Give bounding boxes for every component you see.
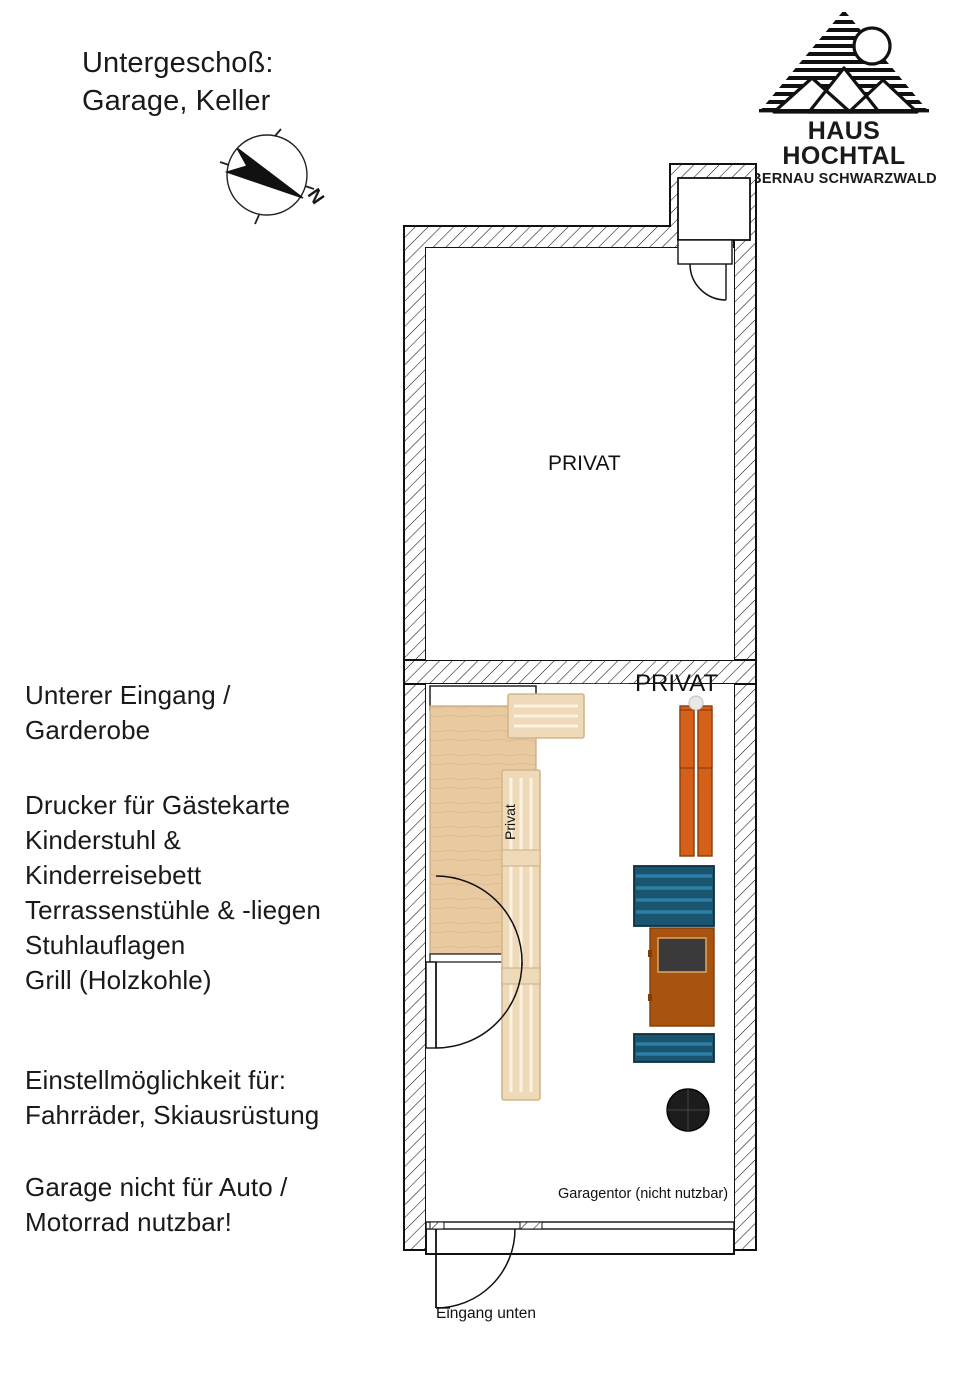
logo: HAUS HOCHTAL BERNAU SCHWARZWALD [746, 6, 942, 186]
label-privat-cellar: PRIVAT [548, 452, 621, 475]
stacked-chairs-upper [633, 865, 715, 927]
shelf-privat-vertical [501, 769, 541, 1101]
label-privat-shelf: Privat [502, 804, 518, 840]
label-privat-divider: PRIVAT [635, 670, 719, 697]
skis-orange [679, 695, 713, 857]
mountain-sun-logo-icon [759, 12, 929, 114]
floor-plan-drawing [403, 163, 757, 1309]
shelf-top-middle [507, 693, 585, 739]
label-eingang-unten: Eingang unten [436, 1305, 536, 1322]
note-entrance: Unterer Eingang / Garderobe [25, 680, 231, 745]
alcove-door [677, 239, 733, 301]
compass-rose-icon: N [215, 128, 328, 228]
room-privat-cellar [426, 248, 734, 660]
grill-round [666, 1088, 710, 1132]
label-garagentor: Garagentor (nicht nutzbar) [558, 1186, 729, 1202]
stacked-chairs-lower [633, 1033, 715, 1063]
floor-plan: PRIVAT PRIVAT Privat Garagentor (nicht n… [390, 150, 770, 1350]
note-storage: Einstellmöglichkeit für: Fahrräder, Skia… [25, 1065, 320, 1130]
note-warning: Garage nicht für Auto / Motorrad nutzbar… [25, 1172, 288, 1237]
page-title: Untergeschoß: Garage, Keller [82, 47, 274, 117]
garage-side-door [425, 875, 523, 1049]
lower-entrance-door [435, 1228, 516, 1309]
cabinet-brown [648, 927, 715, 1027]
garage-door-band [425, 1221, 735, 1255]
logo-title: HAUS HOCHTAL [782, 117, 906, 170]
note-equipment: Drucker für Gästekarte Kinderstuhl & Kin… [25, 790, 321, 995]
logo-subtitle: BERNAU SCHWARZWALD [751, 171, 937, 187]
